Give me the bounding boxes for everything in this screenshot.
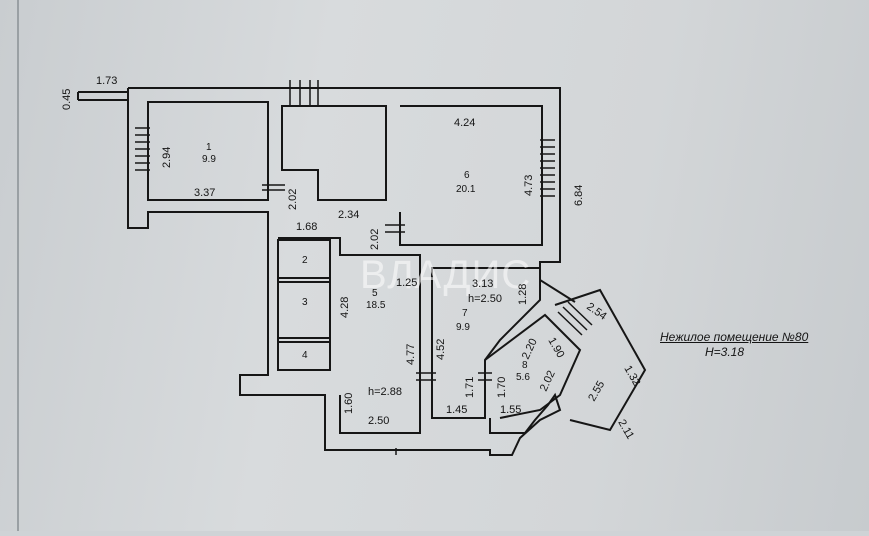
room-8-area: 5.6 xyxy=(516,372,530,383)
dim-label: 2.11 xyxy=(615,418,636,442)
dim-label: 1.68 xyxy=(296,221,317,233)
dim-label: 1.70 xyxy=(496,377,508,398)
room-2-number: 2 xyxy=(302,255,308,266)
room-4-number: 4 xyxy=(302,350,308,361)
dim-label: 1.55 xyxy=(500,404,521,416)
dim-label: 2.50 xyxy=(368,415,389,427)
room-6-number: 6 xyxy=(464,170,470,181)
dim-label: 2.02 xyxy=(287,189,299,210)
dim-label: 2.55 xyxy=(586,379,607,404)
dim-label: 1.71 xyxy=(464,377,476,398)
watermark-text: ВЛАДИС xyxy=(360,253,531,297)
dim-label: 1.32 xyxy=(621,364,642,389)
room-1-number: 1 xyxy=(206,142,212,153)
dim-label: 1.73 xyxy=(96,75,117,87)
dim-label: 1.60 xyxy=(343,393,355,414)
dim-label: 3.13 xyxy=(472,278,493,290)
room-labels: 1 9.9 2 3 4 5 18.5 h=2.88 6 20.1 7 9.9 h… xyxy=(202,142,530,398)
dim-label: 2.94 xyxy=(161,147,173,168)
small-rooms-column xyxy=(277,239,331,371)
dim-label: 4.28 xyxy=(339,297,351,318)
premises-height: Н=3.18 xyxy=(705,345,745,359)
stair-hatches xyxy=(135,80,593,455)
room-7-area: 9.9 xyxy=(456,322,470,333)
room-6-area: 20.1 xyxy=(456,184,476,195)
wall-stub xyxy=(77,91,128,101)
dim-label: 4.52 xyxy=(435,339,447,360)
room-8-number: 8 xyxy=(522,360,528,371)
room-1-area: 9.9 xyxy=(202,154,216,165)
dim-label: 2.34 xyxy=(338,209,359,221)
room-5-height: h=2.88 xyxy=(368,386,402,398)
room-3-number: 3 xyxy=(302,297,308,308)
dim-label: 6.84 xyxy=(573,185,585,206)
dim-label: 3.37 xyxy=(194,187,215,199)
dim-label: 1.90 xyxy=(545,336,566,361)
dim-label: 1.28 xyxy=(517,284,529,305)
dim-label: 4.24 xyxy=(454,117,475,129)
dim-label: 0.45 xyxy=(61,89,73,110)
dim-label: 4.73 xyxy=(523,175,535,196)
room-5-area: 18.5 xyxy=(366,300,386,311)
dim-label: 2.20 xyxy=(520,337,540,361)
room-7-number: 7 xyxy=(462,308,468,319)
room-7-height: h=2.50 xyxy=(468,293,502,305)
outer-walls xyxy=(127,87,647,456)
premises-title: Нежилое помещение №80 xyxy=(660,330,809,344)
dim-label: 2.02 xyxy=(369,229,381,250)
room-5-number: 5 xyxy=(372,288,378,299)
dim-label: 2.02 xyxy=(538,369,558,393)
dim-label: 1.25 xyxy=(396,277,417,289)
dim-label: 2.54 xyxy=(584,301,608,323)
dim-label: 4.77 xyxy=(405,344,417,365)
dim-label: 1.45 xyxy=(446,404,467,416)
